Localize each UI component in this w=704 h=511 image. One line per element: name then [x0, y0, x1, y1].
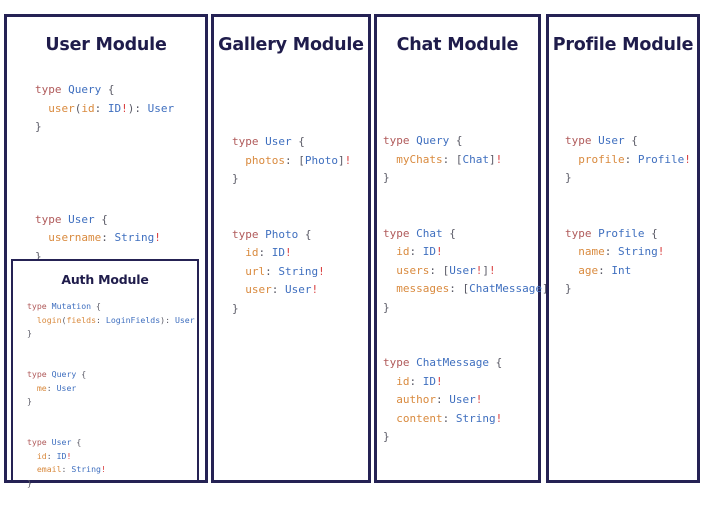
code-line: type Photo { — [232, 227, 312, 241]
code-line: username: String! — [48, 231, 161, 244]
panel-title-chat-module: Chat Module — [396, 35, 519, 55]
code-line: id: ID! — [396, 374, 443, 388]
code-line: } — [232, 172, 239, 185]
code-line: author: User! — [396, 393, 483, 406]
panel-title-user-module: User Module — [45, 35, 167, 55]
code-blank-line — [383, 317, 555, 336]
code-line: } — [383, 300, 390, 314]
code-line: } — [27, 328, 32, 339]
code-line: type Profile { — [565, 226, 658, 240]
code-line: } — [27, 396, 32, 407]
code-line: id: ID! — [396, 245, 443, 258]
code-line: login(fields: LoginFields): User — [36, 314, 195, 325]
code-line: name: String! — [578, 245, 665, 258]
panel-title-gallery-module: Gallery Module — [218, 35, 364, 55]
panel-auth-module[interactable]: Auth Module type Mutation { login(fields… — [11, 259, 199, 488]
code-blank-line — [27, 409, 195, 423]
code-block-profile-module: type User { profile: Profile! } type Pro… — [565, 132, 691, 299]
code-line: email: String! — [36, 464, 106, 475]
code-line: } — [383, 171, 390, 184]
code-blank-line — [35, 174, 174, 193]
code-line: } — [383, 430, 390, 443]
code-line: users: [User!]! — [396, 263, 496, 277]
code-line: } — [35, 249, 42, 263]
code-line: type Query { — [27, 368, 87, 379]
code-line: type Chat { — [383, 226, 456, 240]
panel-user-module[interactable]: User Module type Query { user(id: ID!): … — [4, 14, 208, 488]
code-block-user-module: type Query { user(id: ID!): User } type … — [35, 81, 174, 266]
code-line: type User { — [35, 212, 108, 226]
code-line: id: ID! — [245, 246, 292, 259]
code-line: } — [35, 120, 42, 133]
code-line: myChats: [Chat]! — [396, 152, 503, 166]
code-line: id: ID! — [36, 450, 72, 461]
code-line: me: User — [36, 382, 77, 393]
code-line: messages: [ChatMessage]! — [396, 282, 555, 295]
code-blank-line — [383, 188, 555, 207]
code-block-auth-module: type Mutation { login(fields: LoginField… — [27, 300, 195, 490]
code-line: url: String! — [245, 264, 325, 278]
code-line: type Query { — [383, 134, 463, 147]
panel-title-auth-module: Auth Module — [61, 272, 149, 287]
code-blank-line — [27, 341, 195, 355]
code-line: type Mutation { — [27, 301, 101, 311]
code-block-gallery-module: type User { photos: [Photo]! } type Phot… — [232, 133, 351, 318]
code-line: type User { — [565, 134, 638, 147]
code-line: } — [565, 171, 572, 184]
code-line: user(id: ID!): User — [48, 101, 175, 115]
code-block-chat-module: type Query { myChats: [Chat]! } type Cha… — [383, 132, 555, 447]
code-line: type ChatMessage { — [383, 356, 503, 369]
code-line: profile: Profile! — [578, 152, 691, 166]
code-blank-line — [35, 137, 174, 156]
code-blank-line — [565, 188, 691, 207]
code-line: } — [232, 301, 239, 315]
panel-title-profile-module: Profile Module — [552, 35, 694, 55]
code-line: } — [27, 477, 32, 488]
code-line: age: Int — [578, 263, 632, 277]
code-line: type User { — [232, 135, 305, 148]
code-line: photos: [Photo]! — [245, 153, 352, 167]
code-line: user: User! — [245, 283, 319, 296]
panel-gallery-module[interactable]: Gallery Module type User { photos: [Phot… — [211, 14, 371, 483]
code-line: type Query { — [35, 83, 115, 96]
code-line: type User { — [27, 436, 82, 447]
code-line: } — [565, 282, 572, 295]
code-blank-line — [232, 189, 351, 208]
code-line: content: String! — [396, 411, 503, 425]
panel-profile-module[interactable]: Profile Module type User { profile: Prof… — [546, 14, 700, 483]
panel-chat-module[interactable]: Chat Module type Query { myChats: [Chat]… — [374, 14, 555, 483]
